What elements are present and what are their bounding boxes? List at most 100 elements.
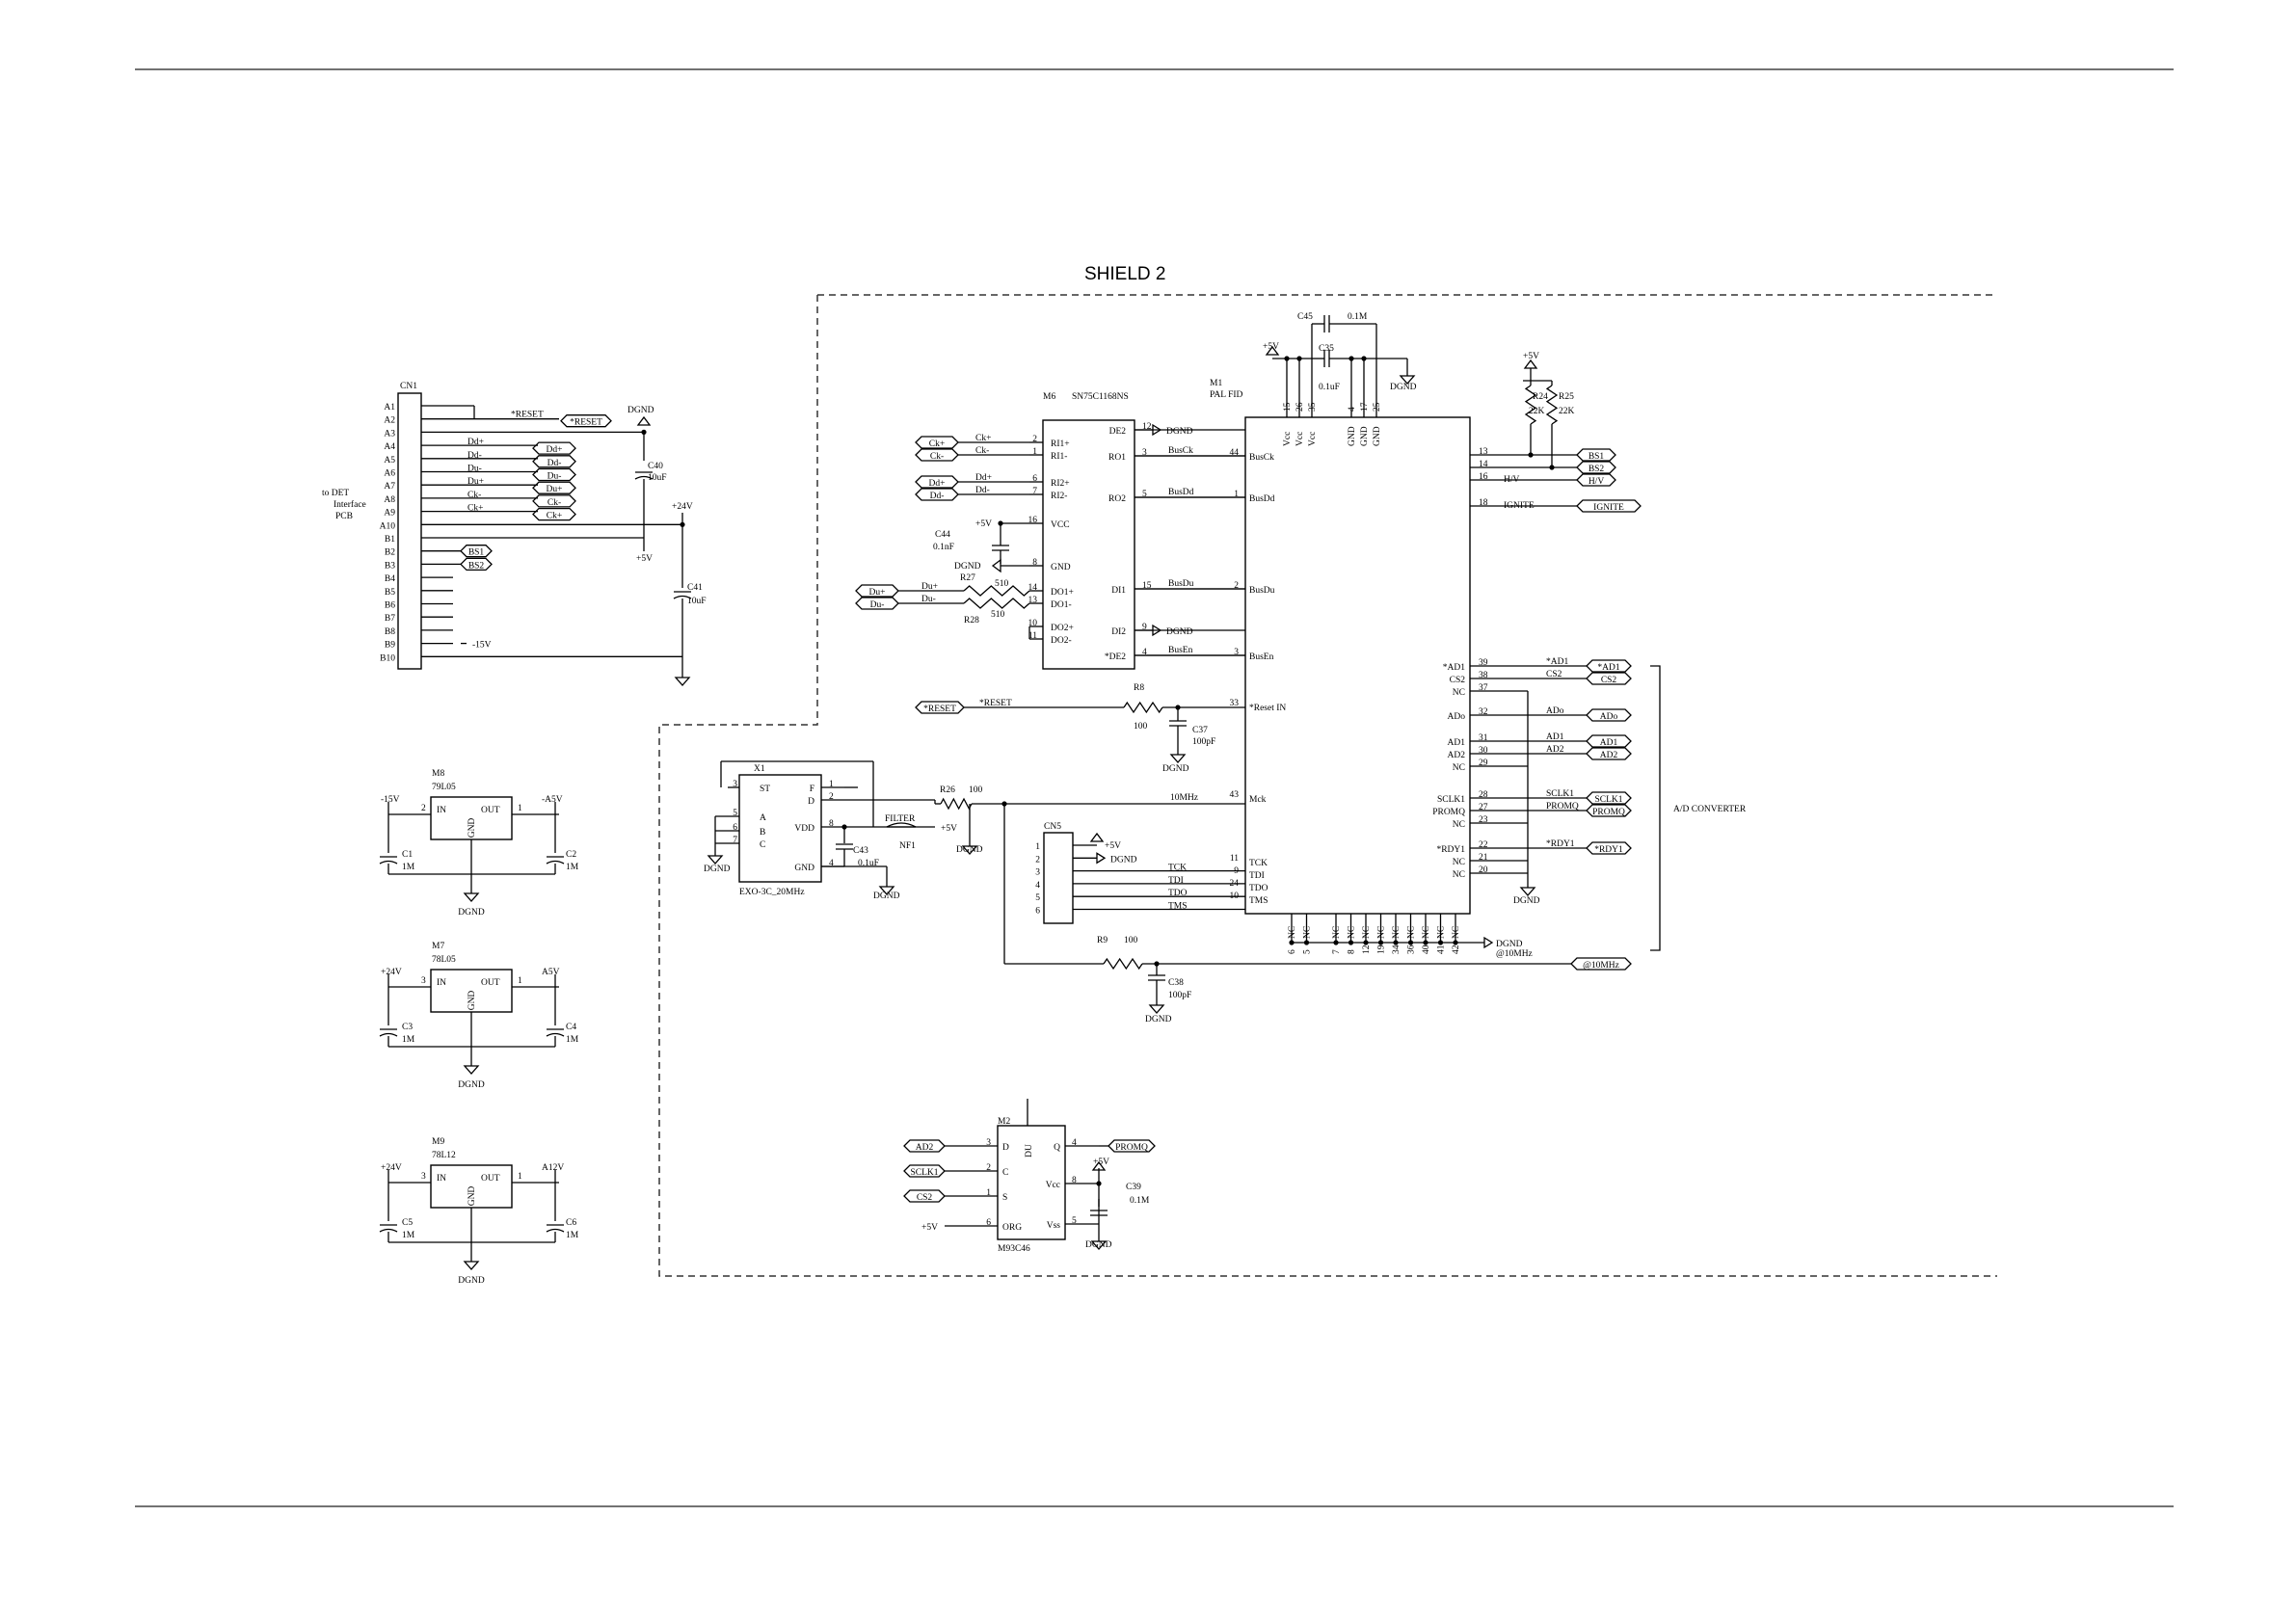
- m1-lnum: 3: [1234, 648, 1239, 657]
- busck-net: BusCk: [1168, 446, 1193, 456]
- m2-rnum: 4: [1072, 1138, 1077, 1148]
- reg-pin: 1: [518, 1172, 522, 1182]
- cn5-net-TDI: TDI: [1168, 876, 1184, 886]
- m1-ad-4-tag: [1586, 659, 1632, 673]
- bs1-out-tag-label: BS1: [1589, 452, 1605, 462]
- filter-label: FILTER: [885, 814, 916, 824]
- m1-lpin-TDI: TDI: [1249, 871, 1265, 881]
- m6-pinnum: 13: [1028, 596, 1038, 605]
- cn1-pin-B5: B5: [385, 588, 395, 598]
- ground-symbol: [1148, 1004, 1165, 1014]
- m1-top-num: 35: [1308, 402, 1318, 412]
- m1-bot-num: 12: [1362, 945, 1372, 954]
- net-4: Du+: [467, 477, 484, 487]
- m1-r-dgnd: DGND: [1513, 896, 1540, 906]
- cn1-sig-6-tag: [532, 507, 576, 521]
- cn1-sig-2-tag-label: Dd-: [547, 459, 562, 468]
- m1-top-pin: GND: [1360, 426, 1370, 446]
- cn1-sig-5-tag-label: Ck-: [547, 498, 561, 508]
- ground-symbol: [674, 677, 691, 686]
- m6-rpin-*DE2: *DE2: [1105, 652, 1126, 662]
- m1-rpin-AD1: AD1: [1448, 738, 1466, 748]
- promq-out-tag: [1108, 1139, 1156, 1153]
- m1-rpin-SCLK1: SCLK1: [1437, 795, 1465, 805]
- c37-ref: C37: [1192, 726, 1208, 735]
- m1-lpin-*Reset IN: *Reset IN: [1249, 704, 1286, 713]
- cn5-p5v: +5V: [1105, 841, 1121, 851]
- m1-rnum: 18: [1479, 498, 1488, 508]
- cn1-pin-A3: A3: [384, 429, 395, 439]
- m6-rpin-RO1: RO1: [1108, 453, 1126, 463]
- m1-bot-pin: NC: [1348, 926, 1357, 939]
- m1-rnum: 31: [1479, 733, 1488, 743]
- m6-dgnd: DGND: [954, 562, 981, 572]
- m6-rpin-DI2: DI2: [1111, 627, 1126, 637]
- m1-top-pin: Vcc: [1283, 432, 1293, 446]
- m1-rpin-*AD1: *AD1: [1443, 663, 1465, 673]
- r24-p5v: +5V: [1523, 352, 1539, 361]
- cn5-pin: 2: [1035, 855, 1040, 865]
- reg-out: OUT: [481, 1174, 500, 1184]
- m1-ad-7-tag: [1586, 734, 1632, 748]
- m1-top-num: 4: [1348, 407, 1357, 412]
- cn5-net-TMS: TMS: [1168, 902, 1188, 912]
- m6-ref: M6: [1043, 392, 1055, 402]
- m1-p5v: +5V: [1263, 342, 1279, 352]
- x1-pin: C: [760, 840, 765, 850]
- m1-adnet-4: *AD1: [1546, 657, 1568, 667]
- reset-net: *RESET: [979, 699, 1012, 708]
- m1-lpin-TMS: TMS: [1249, 896, 1268, 906]
- x1-pin: B: [760, 828, 765, 838]
- x1-pin: ST: [760, 785, 770, 794]
- dgnd-label: DGND: [627, 406, 654, 415]
- m1-rnum: 32: [1479, 707, 1488, 717]
- reg-cin: [379, 860, 398, 865]
- m6-pin-DO1-: DO1-: [1051, 600, 1072, 610]
- m2-ref: M2: [998, 1117, 1010, 1127]
- c44-ref: C44: [935, 530, 950, 540]
- m1-rpin-NC: NC: [1453, 870, 1465, 880]
- m6-pin-RI2+: RI2+: [1051, 479, 1070, 489]
- bs2-out-tag-label: BS2: [1589, 465, 1605, 474]
- m1-bot-pin: NC: [1362, 926, 1372, 939]
- m1-rnum: 16: [1479, 472, 1488, 482]
- m6-pin-RI2-: RI2-: [1051, 492, 1067, 501]
- ground-symbol: [961, 845, 978, 855]
- promq-out-tag-label: PROMQ: [1115, 1143, 1148, 1153]
- m1-lnum: 43: [1230, 790, 1240, 800]
- m6-out2: DGND: [1166, 627, 1193, 637]
- c43-val: 0.1uF: [858, 859, 879, 868]
- m1-top-pin: GND: [1348, 426, 1357, 446]
- reg-cin: [379, 1032, 398, 1037]
- cn1-sig-6-tag-label: Ck+: [547, 512, 562, 521]
- r25-val: 22K: [1559, 407, 1575, 416]
- m1-top-pin: GND: [1373, 426, 1382, 446]
- m6-pin-DO2+: DO2+: [1051, 624, 1074, 633]
- r28-val: 510: [991, 610, 1005, 620]
- busdu-net: BusDu: [1168, 579, 1194, 589]
- cn1-body: [397, 392, 422, 670]
- cn1-pin-B7: B7: [385, 614, 395, 624]
- m1-lpin-BusDd: BusDd: [1249, 494, 1275, 504]
- m1-bot-num: 8: [1348, 949, 1357, 954]
- m1-rpin-NC: NC: [1453, 688, 1465, 698]
- x1-gnd2: DGND: [873, 891, 900, 901]
- m1-bot-pin: NC: [1303, 926, 1313, 939]
- cn5-ref: CN5: [1044, 822, 1061, 832]
- reg-vin: +24V: [381, 968, 402, 977]
- cn1-note: Interface: [334, 499, 366, 510]
- neg15v: -15V: [472, 641, 492, 651]
- c41-ref: C41: [687, 583, 703, 593]
- m2-in-1-tag-label: SCLK1: [910, 1168, 938, 1178]
- m6-pinnum: 16: [1028, 516, 1038, 525]
- cn5-pin: 4: [1035, 881, 1040, 891]
- m6-in-label: Ck-: [975, 446, 989, 456]
- m1-bot-pin: NC: [1377, 926, 1387, 939]
- m6-pin-DO1+: DO1+: [1051, 588, 1074, 598]
- m2-pin: C: [1002, 1168, 1008, 1178]
- r27: [963, 585, 1030, 597]
- reg-cout-ref: C6: [566, 1218, 576, 1228]
- m1-adnet-5: CS2: [1546, 670, 1562, 679]
- ground-symbol: [878, 886, 895, 895]
- reg-in: IN: [437, 1174, 446, 1184]
